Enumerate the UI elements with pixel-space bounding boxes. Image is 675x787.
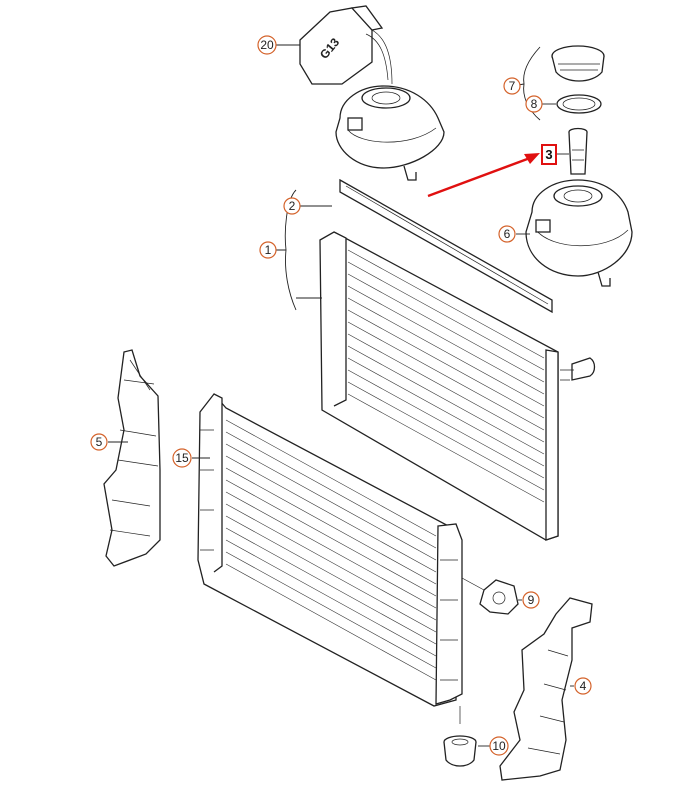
callout-15-label: 15 [175,451,189,465]
left-air-deflector [103,349,161,567]
callout-5[interactable]: 5 [90,433,108,451]
condenser [197,392,463,707]
highlight-arrow [427,153,540,198]
top-seal-strip [339,178,553,314]
callout-7-label: 7 [509,79,516,93]
condenser-core [225,419,437,681]
callout-4[interactable]: 4 [574,677,592,695]
callout-10[interactable]: 10 [489,736,509,756]
callout-9[interactable]: 9 [522,591,540,609]
expansion-tank-upper [335,85,445,181]
seal-ring [556,94,602,114]
callout-7[interactable]: 7 [503,77,521,95]
leader-lines [108,44,574,747]
callout-20[interactable]: 20 [257,35,277,55]
callout-2[interactable]: 2 [283,197,301,215]
callout-9-label: 9 [528,593,535,607]
filler-cap [551,45,605,82]
callout-1-label: 1 [265,243,272,257]
callout-8-label: 8 [531,97,538,111]
callout-6-label: 6 [504,227,511,241]
callout-15[interactable]: 15 [172,448,192,468]
callout-1[interactable]: 1 [259,241,277,259]
callout-8[interactable]: 8 [525,95,543,113]
callout-10-label: 10 [492,739,506,753]
expansion-tank-lower [525,179,633,287]
callout-20-label: 20 [260,38,274,52]
coolant-bottle: G13 [299,5,393,85]
mounting-bracket [461,577,519,615]
right-air-deflector [499,597,593,781]
callout-3-highlighted[interactable]: 3 [541,144,557,165]
callout-6[interactable]: 6 [498,225,516,243]
callout-4-label: 4 [580,679,587,693]
callout-5-label: 5 [96,435,103,449]
callout-2-label: 2 [289,199,296,213]
main-radiator-core [347,249,545,503]
rubber-buffer [443,706,477,767]
callout-3-label: 3 [545,147,552,162]
filler-neck-insert [568,127,588,175]
main-radiator [319,231,596,541]
